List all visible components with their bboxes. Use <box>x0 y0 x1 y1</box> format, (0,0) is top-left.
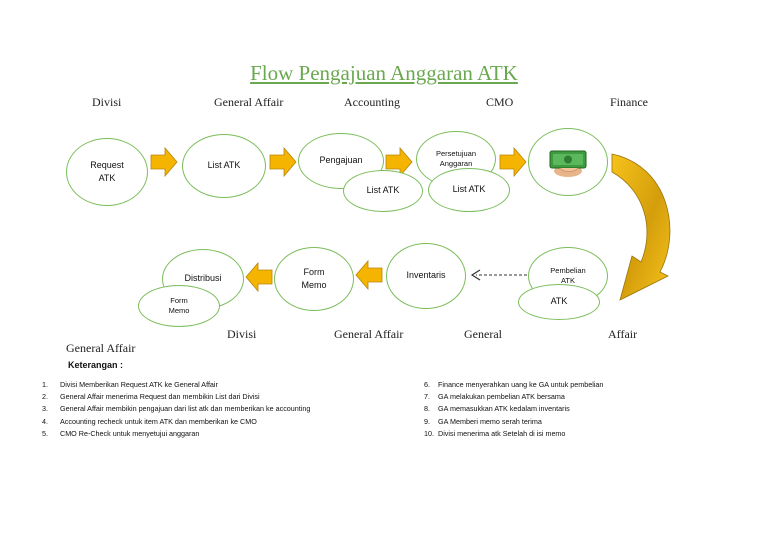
node-list-atk: List ATK <box>182 134 266 198</box>
lane-label-general-bottom: General <box>464 327 502 341</box>
keterangan-title: Keterangan : <box>68 360 124 370</box>
node-form-memo: Form Memo <box>274 247 354 311</box>
list-item: 8.GA memasukkan ATK kedalam inventaris <box>424 404 570 414</box>
list-item: 5.CMO Re-Check untuk menyetujui anggaran <box>42 428 200 438</box>
node-finance <box>528 128 608 196</box>
lane-label-general-affair-extra: General Affair <box>66 341 136 355</box>
list-item: 3.General Affair membikin pengajuan dari… <box>42 404 311 414</box>
lane-label-finance: Finance <box>610 95 648 109</box>
list-item: 10.Divisi menerima atk Setelah di isi me… <box>424 428 566 438</box>
node-pengajuan: Pengajuan <box>298 133 384 189</box>
node-list-atk-accounting: List ATK <box>343 170 423 212</box>
node-request-atk: Request ATK <box>66 138 148 206</box>
lane-label-divisi-bottom: Divisi <box>227 327 257 341</box>
keterangan-list-right: 6.Finance menyerahkan uang ke GA untuk p… <box>424 380 603 441</box>
arrow-request-to-list <box>150 146 178 178</box>
node-list-atk-cmo: List ATK <box>428 168 510 212</box>
lane-label-general-affair-bottom: General Affair <box>334 327 404 341</box>
arrow-list-to-pengajuan <box>269 146 297 178</box>
list-item: 1.Divisi Memberikan Request ATK ke Gener… <box>42 380 218 389</box>
arrow-form-memo-to-distribusi <box>245 261 273 293</box>
arrow-pengajuan-to-persetujuan <box>385 146 413 178</box>
node-atk: ATK <box>518 284 600 320</box>
lane-label-affair-bottom: Affair <box>608 327 638 341</box>
arrow-inventaris-to-form-memo <box>355 259 383 291</box>
arrow-finance-to-pembelian <box>611 153 671 301</box>
node-inventaris: Inventaris <box>386 243 466 309</box>
page-title: Flow Pengajuan Anggaran ATK <box>250 61 518 85</box>
list-item: 7.GA melakukan pembelian ATK bersama <box>424 392 565 402</box>
lane-label-general-affair: General Affair <box>214 95 284 109</box>
lane-label-divisi: Divisi <box>92 95 122 109</box>
lane-label-accounting: Accounting <box>344 95 400 109</box>
list-item: 9.GA Memberi memo serah terima <box>424 416 542 426</box>
list-item: 2.General Affair menerima Request dan me… <box>42 392 260 402</box>
node-form-memo-divisi: Form Memo <box>138 285 220 327</box>
list-item: 6.Finance menyerahkan uang ke GA untuk p… <box>424 380 604 389</box>
arrow-persetujuan-to-finance <box>499 146 527 178</box>
money-hand-icon <box>549 150 587 177</box>
keterangan-list-left: 1.Divisi Memberikan Request ATK ke Gener… <box>42 380 310 441</box>
lane-label-cmo: CMO <box>486 95 514 109</box>
list-item: 4.Accounting recheck untuk item ATK dan … <box>42 416 257 426</box>
